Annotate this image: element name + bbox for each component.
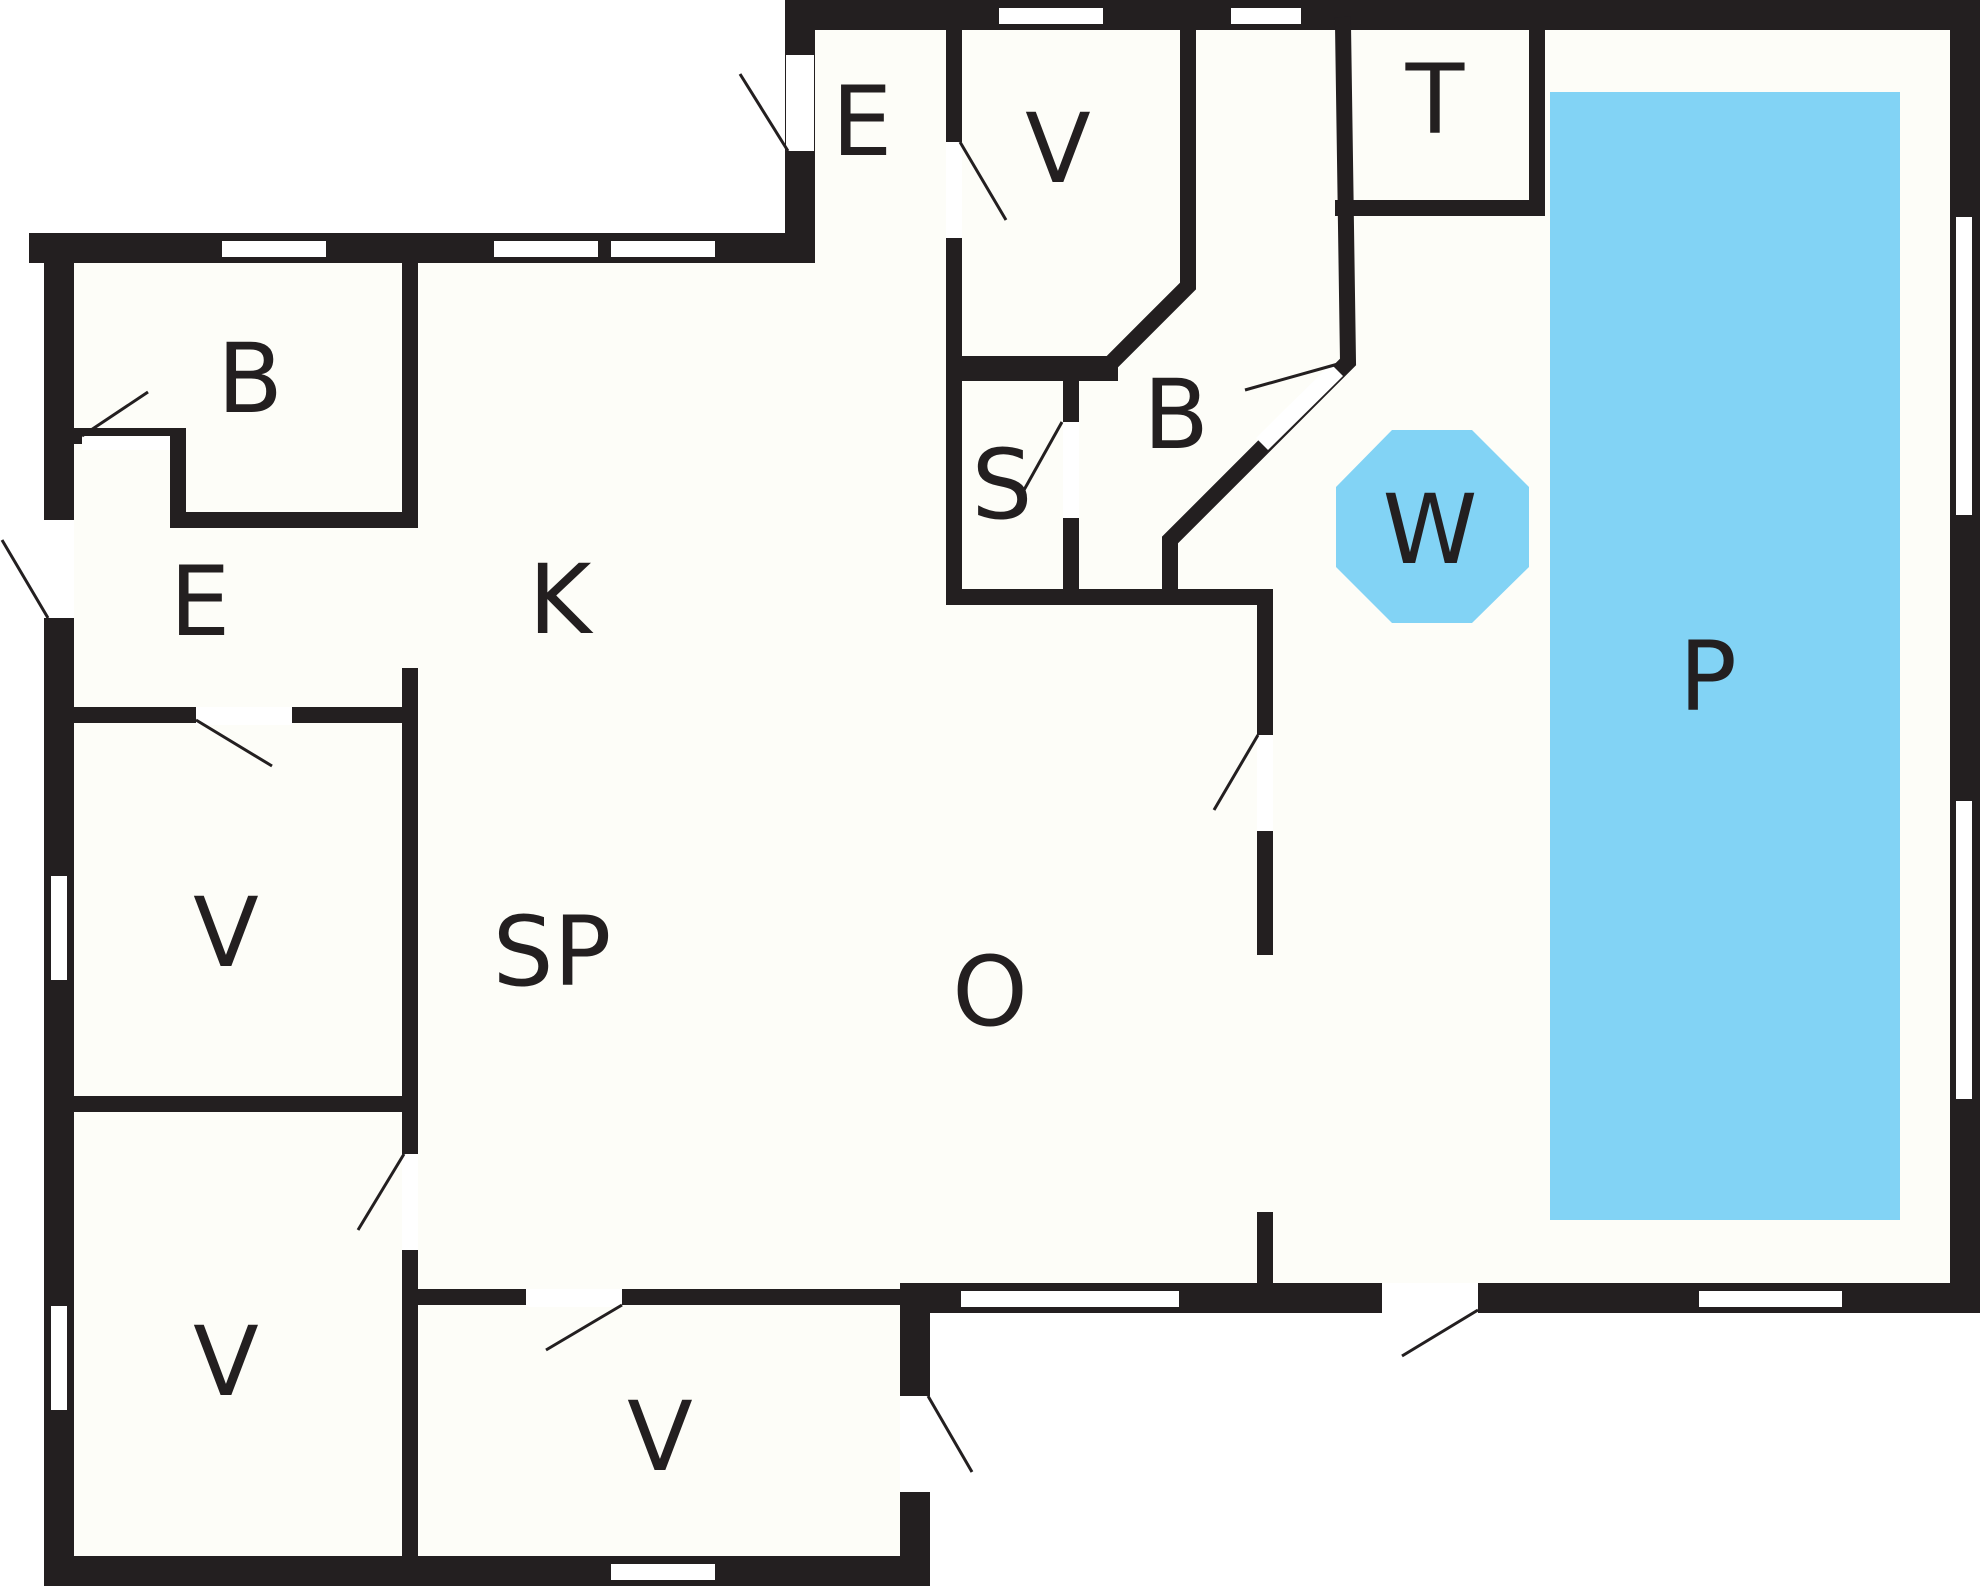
window — [1954, 215, 1974, 517]
window — [1954, 799, 1974, 1101]
room-label-b-mid: B — [1143, 359, 1209, 471]
room-label-t: T — [1405, 44, 1465, 156]
room-label-w: W — [1383, 474, 1478, 586]
room-label-k: K — [529, 544, 594, 656]
window — [492, 239, 600, 259]
room-label-v-left1: V — [193, 877, 259, 989]
door-opening — [1256, 364, 1343, 450]
floor — [44, 0, 1980, 1586]
door-opening — [44, 520, 74, 618]
window — [49, 1304, 69, 1412]
door-swing — [926, 1395, 974, 1473]
windows — [49, 6, 1974, 1582]
room-label-v-top: V — [1025, 93, 1091, 205]
door-swing — [1212, 734, 1260, 811]
whirlpool — [1336, 430, 1529, 623]
window — [959, 1289, 1181, 1309]
room-label-v-left2: V — [193, 1306, 259, 1418]
window — [1229, 6, 1303, 26]
door-opening — [900, 1396, 930, 1492]
window — [1697, 1289, 1844, 1309]
door-opening — [402, 1154, 418, 1250]
door-swing — [958, 141, 1008, 221]
room-label-p: P — [1679, 621, 1737, 733]
room-label-s: S — [972, 429, 1033, 541]
door-opening — [786, 55, 814, 151]
wall — [1162, 16, 1357, 605]
wall — [946, 17, 1196, 372]
room-labels: E V T B B S W E K P V SP O V V — [170, 44, 1737, 1493]
door-swing — [1244, 362, 1339, 392]
door-swing — [81, 390, 149, 438]
room-label-o: O — [952, 936, 1028, 1048]
door-swing — [738, 73, 790, 152]
door-swing — [195, 718, 273, 768]
door-swing — [1401, 1308, 1479, 1358]
door-opening — [1063, 422, 1079, 518]
door-opening — [946, 142, 962, 238]
door-swing — [1022, 421, 1064, 491]
door-opening — [196, 707, 292, 725]
pool — [1550, 92, 1900, 1220]
door-opening — [82, 436, 170, 450]
room-label-b-left: B — [217, 323, 283, 435]
door-swing — [356, 1153, 406, 1231]
window — [49, 874, 69, 982]
door-openings — [44, 55, 1478, 1492]
window — [609, 239, 717, 259]
door-swing — [545, 1303, 623, 1352]
door-opening — [526, 1289, 622, 1307]
door-opening — [1257, 735, 1273, 831]
floor-area — [44, 0, 1980, 1586]
window — [609, 1562, 717, 1582]
room-label-v-bottom: V — [627, 1381, 693, 1493]
window — [997, 6, 1105, 26]
room-label-e-top: E — [832, 66, 893, 178]
door-swings — [0, 73, 1479, 1473]
wall — [1335, 17, 1545, 216]
door-opening — [1382, 1283, 1478, 1313]
door-swing — [0, 539, 50, 619]
room-label-e-left: E — [170, 546, 231, 658]
room-label-sp: SP — [493, 896, 612, 1008]
window — [220, 239, 328, 259]
